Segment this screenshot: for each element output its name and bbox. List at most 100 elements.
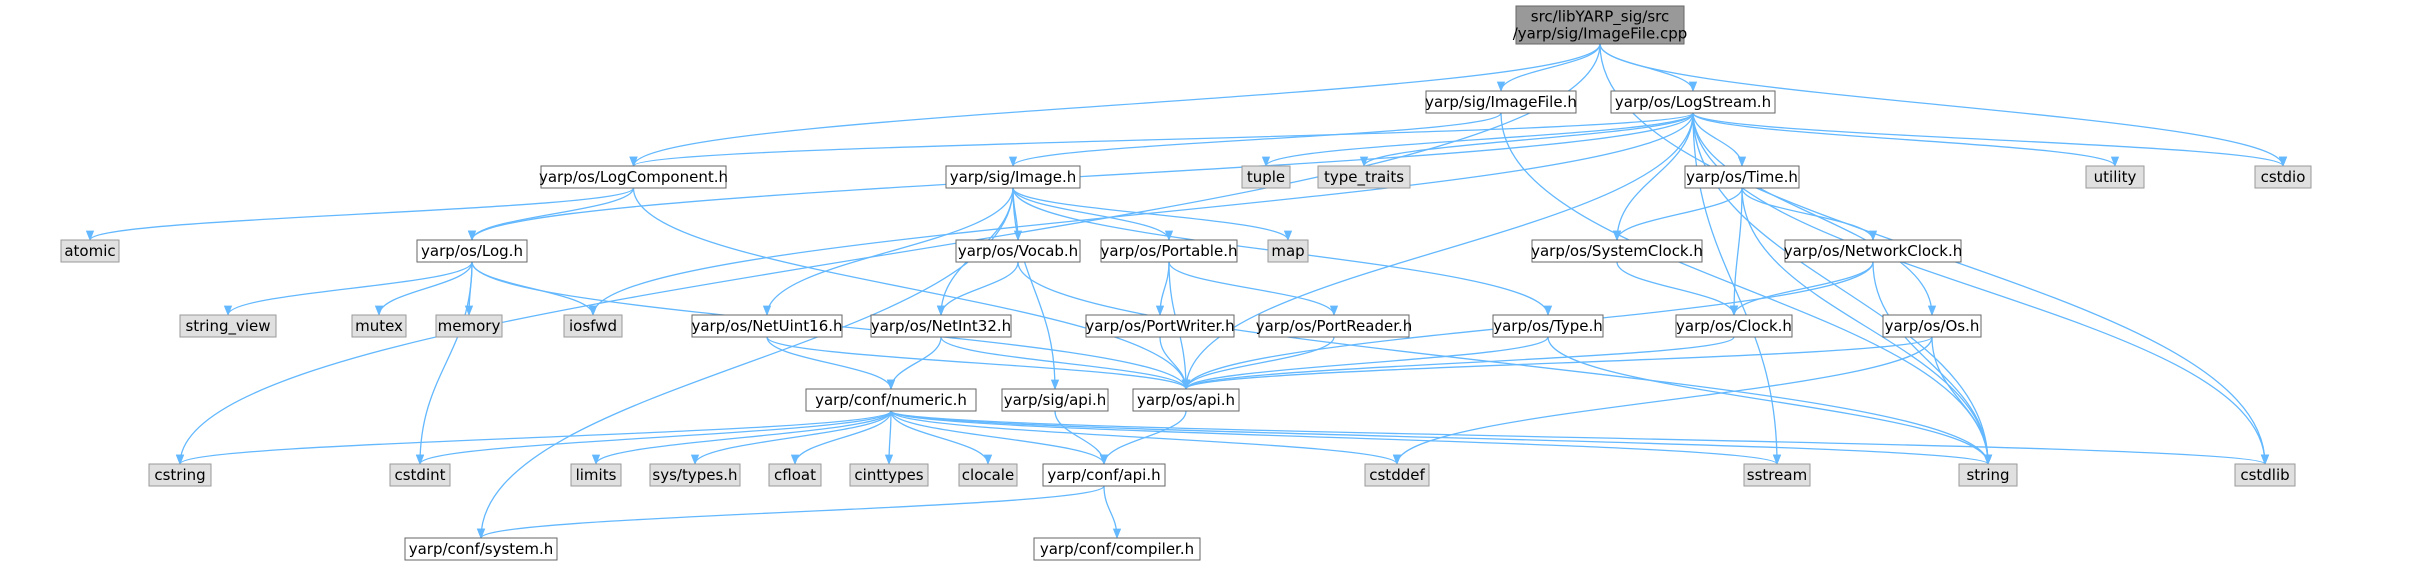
node-box-os_Type — [1492, 314, 1604, 338]
node-box-sig_api — [1001, 388, 1109, 412]
edge-os_Log-to-mutex — [374, 261, 473, 317]
node-sig_ImageFile[interactable]: yarp/sig/ImageFile.h — [1425, 90, 1577, 114]
node-label-os_Time: yarp/os/Time.h — [1686, 168, 1798, 186]
node-conf_compiler[interactable]: yarp/conf/compiler.h — [1033, 537, 1201, 561]
edge-os_NetUint16-to-os_api — [766, 336, 1190, 391]
edge-conf_numeric-to-clocale — [890, 410, 993, 466]
node-box-os_NetUint16 — [691, 314, 843, 338]
node-box-atomic — [60, 239, 120, 263]
node-box-clocale — [958, 463, 1018, 487]
node-label-mutex: mutex — [355, 317, 403, 335]
node-label-conf_api: yarp/conf/api.h — [1047, 466, 1160, 484]
node-box-os_NetworkClock — [1784, 239, 1962, 263]
node-label-os_NetInt32: yarp/os/NetInt32.h — [871, 317, 1011, 335]
node-os_Vocab[interactable]: yarp/os/Vocab.h — [955, 239, 1081, 263]
node-os_NetInt32[interactable]: yarp/os/NetInt32.h — [870, 314, 1012, 338]
node-label-cstdio: cstdio — [2261, 168, 2306, 186]
node-cfloat: cfloat — [768, 463, 822, 487]
edge-sig_ImageFile-to-string — [1500, 112, 1993, 466]
edge-os_NetInt32-to-conf_numeric — [886, 336, 942, 391]
node-os_LogStream[interactable]: yarp/os/LogStream.h — [1610, 90, 1776, 114]
node-box-conf_system — [404, 537, 558, 561]
node-box-map — [1267, 239, 1309, 263]
edge-os_LogStream-to-cstdio — [1692, 112, 2287, 168]
node-box-os_Clock — [1675, 314, 1793, 338]
node-os_Clock[interactable]: yarp/os/Clock.h — [1675, 314, 1793, 338]
node-os_Os[interactable]: yarp/os/Os.h — [1882, 314, 1982, 338]
edge-root-to-sig_ImageFile — [1496, 43, 1601, 93]
node-label-sig_Image: yarp/sig/Image.h — [950, 168, 1077, 186]
node-box-iosfwd — [563, 314, 623, 338]
node-box-os_api — [1132, 388, 1240, 412]
node-conf_api[interactable]: yarp/conf/api.h — [1042, 463, 1166, 487]
node-conf_system[interactable]: yarp/conf/system.h — [404, 537, 558, 561]
node-label-os_LogStream: yarp/os/LogStream.h — [1615, 93, 1771, 111]
node-cstdlib: cstdlib — [2234, 463, 2296, 487]
edge-conf_numeric-to-string — [890, 410, 1992, 466]
node-os_Type[interactable]: yarp/os/Type.h — [1492, 314, 1604, 338]
node-label-cstdlib: cstdlib — [2240, 466, 2289, 484]
edge-os_Clock-to-os_api — [1182, 336, 1735, 391]
node-label-utility: utility — [2094, 168, 2137, 186]
node-box-os_Log — [416, 239, 528, 263]
node-conf_numeric[interactable]: yarp/conf/numeric.h — [805, 388, 977, 412]
edge-os_LogComponent-to-atomic — [86, 187, 635, 242]
node-label-sys_types: sys/types.h — [652, 466, 737, 484]
node-label-sig_api: yarp/sig/api.h — [1004, 391, 1107, 409]
edge-sig_api-to-conf_api — [1054, 410, 1109, 466]
node-box-os_Os — [1882, 314, 1982, 338]
node-box-sstream — [1743, 463, 1811, 487]
node-label-os_PortWriter: yarp/os/PortWriter.h — [1085, 317, 1234, 335]
node-box-root — [1515, 5, 1685, 45]
node-box-sig_Image — [945, 165, 1081, 189]
node-label-os_NetworkClock: yarp/os/NetworkClock.h — [1784, 242, 1963, 260]
edge-os_NetworkClock-to-os_Clock — [1729, 261, 1874, 317]
node-label-cstring: cstring — [154, 466, 205, 484]
node-box-string — [1958, 463, 2018, 487]
node-label-cfloat: cfloat — [774, 466, 816, 484]
node-os_api[interactable]: yarp/os/api.h — [1132, 388, 1240, 412]
node-box-conf_compiler — [1033, 537, 1201, 561]
node-os_Portable[interactable]: yarp/os/Portable.h — [1100, 239, 1238, 263]
node-sig_Image[interactable]: yarp/sig/Image.h — [945, 165, 1081, 189]
node-label-conf_numeric: yarp/conf/numeric.h — [815, 391, 967, 409]
node-os_PortWriter[interactable]: yarp/os/PortWriter.h — [1085, 314, 1235, 338]
edge-os_Portable-to-os_PortReader — [1168, 261, 1339, 317]
node-label-cinttypes: cinttypes — [854, 466, 923, 484]
node-os_Log[interactable]: yarp/os/Log.h — [416, 239, 528, 263]
edge-os_LogStream-to-os_SystemClock — [1612, 112, 1694, 242]
edge-sig_Image-to-os_Portable — [1012, 187, 1174, 242]
node-label-os_Portable: yarp/os/Portable.h — [1101, 242, 1238, 260]
node-os_LogComponent[interactable]: yarp/os/LogComponent.h — [539, 165, 728, 189]
edge-conf_numeric-to-cinttypes — [884, 410, 894, 466]
edge-os_LogStream-to-os_Time — [1692, 112, 1747, 168]
node-os_SystemClock[interactable]: yarp/os/SystemClock.h — [1531, 239, 1703, 263]
node-label-os_PortReader: yarp/os/PortReader.h — [1256, 317, 1413, 335]
node-label-os_SystemClock: yarp/os/SystemClock.h — [1531, 242, 1703, 260]
edge-os_Type-to-os_api — [1181, 336, 1549, 391]
node-box-os_LogComponent — [540, 165, 727, 189]
node-box-os_LogStream — [1610, 90, 1776, 114]
node-label-os_Vocab: yarp/os/Vocab.h — [958, 242, 1078, 260]
node-os_NetUint16[interactable]: yarp/os/NetUint16.h — [691, 314, 843, 338]
edge-conf_numeric-to-sys_types — [690, 410, 892, 466]
node-box-cstddef — [1364, 463, 1430, 487]
node-os_PortReader[interactable]: yarp/os/PortReader.h — [1256, 314, 1413, 338]
node-os_Time[interactable]: yarp/os/Time.h — [1684, 165, 1800, 189]
node-box-cstdio — [2254, 165, 2312, 189]
edge-root-to-cstdio — [1599, 43, 2288, 168]
node-root[interactable]: src/libYARP_sig/src/yarp/sig/ImageFile.c… — [1513, 5, 1688, 45]
node-map: map — [1267, 239, 1309, 263]
node-label-clocale: clocale — [962, 466, 1014, 484]
node-os_NetworkClock[interactable]: yarp/os/NetworkClock.h — [1784, 239, 1963, 263]
edge-os_LogStream-to-tuple — [1262, 112, 1694, 168]
edge-conf_numeric-to-conf_api — [890, 410, 1109, 466]
node-cinttypes: cinttypes — [849, 463, 929, 487]
node-cstddef: cstddef — [1364, 463, 1430, 487]
edge-os_NetworkClock-to-string — [1872, 261, 1993, 466]
node-sig_api[interactable]: yarp/sig/api.h — [1001, 388, 1109, 412]
edge-os_PortReader-to-os_api — [1181, 336, 1335, 391]
edge-os_Time-to-os_Clock — [1729, 187, 1743, 317]
edge-sig_ImageFile-to-sig_Image — [1009, 112, 1502, 168]
